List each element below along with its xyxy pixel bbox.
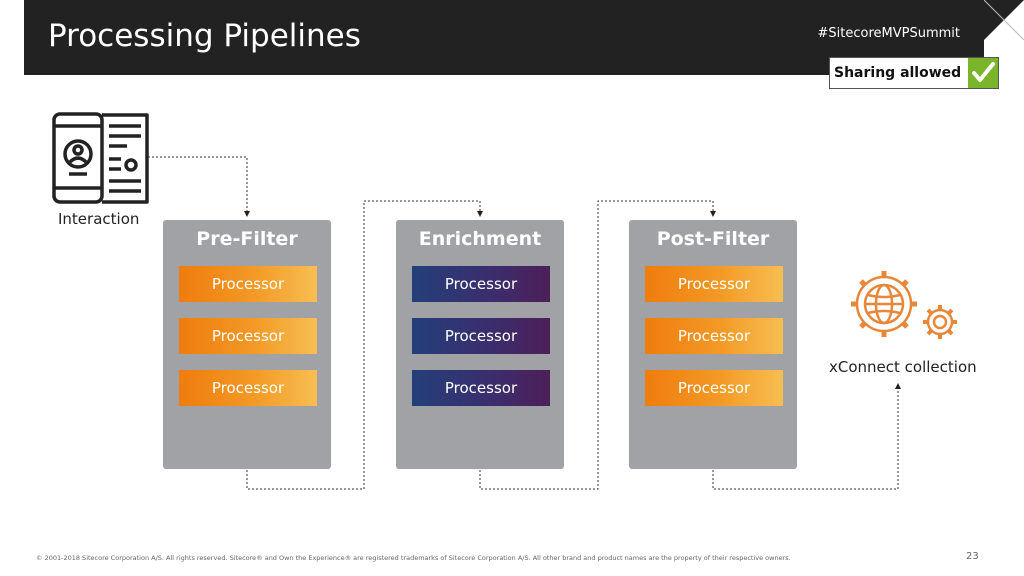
interaction-label: Interaction: [58, 210, 140, 228]
processor-block: Processor: [179, 370, 317, 406]
page-title: Processing Pipelines: [48, 18, 361, 54]
pipeline-enrichment: Enrichment Processor Processor Processor: [396, 220, 564, 469]
sharing-badge: Sharing allowed: [829, 57, 999, 89]
processor-block: Processor: [179, 266, 317, 302]
processor-block: Processor: [645, 318, 783, 354]
processor-block: Processor: [412, 266, 550, 302]
processor-block: Processor: [645, 370, 783, 406]
copyright-footer: © 2001-2018 Sitecore Corporation A/S. Al…: [36, 554, 791, 562]
pipeline-title: Pre-Filter: [196, 228, 298, 250]
processor-block: Processor: [412, 370, 550, 406]
pipeline-title: Post-Filter: [656, 228, 770, 250]
xconnect-label: xConnect collection: [829, 358, 977, 376]
processor-block: Processor: [645, 266, 783, 302]
pipeline-title: Enrichment: [418, 228, 542, 250]
processor-block: Processor: [412, 318, 550, 354]
pipeline-pre-filter: Pre-Filter Processor Processor Processor: [163, 220, 331, 469]
hashtag-label: #SitecoreMVPSummit: [817, 26, 961, 41]
checkmark-icon: [968, 58, 998, 88]
sharing-label: Sharing allowed: [834, 65, 962, 81]
processor-block: Processor: [179, 318, 317, 354]
connector-postfilter-xconnect: [712, 383, 901, 490]
globe-gears-icon: [851, 271, 957, 339]
pipeline-post-filter: Post-Filter Processor Processor Processo…: [629, 220, 797, 469]
connector-enrichment-postfilter: [479, 200, 716, 490]
mobile-document-icon: [52, 112, 149, 204]
page-number: 23: [966, 551, 979, 562]
connector-interaction-prefilter: [148, 156, 250, 217]
header-bar: [24, 0, 984, 75]
connector-prefilter-enrichment: [246, 200, 483, 490]
corner-diagonal-line: [984, 0, 1024, 41]
